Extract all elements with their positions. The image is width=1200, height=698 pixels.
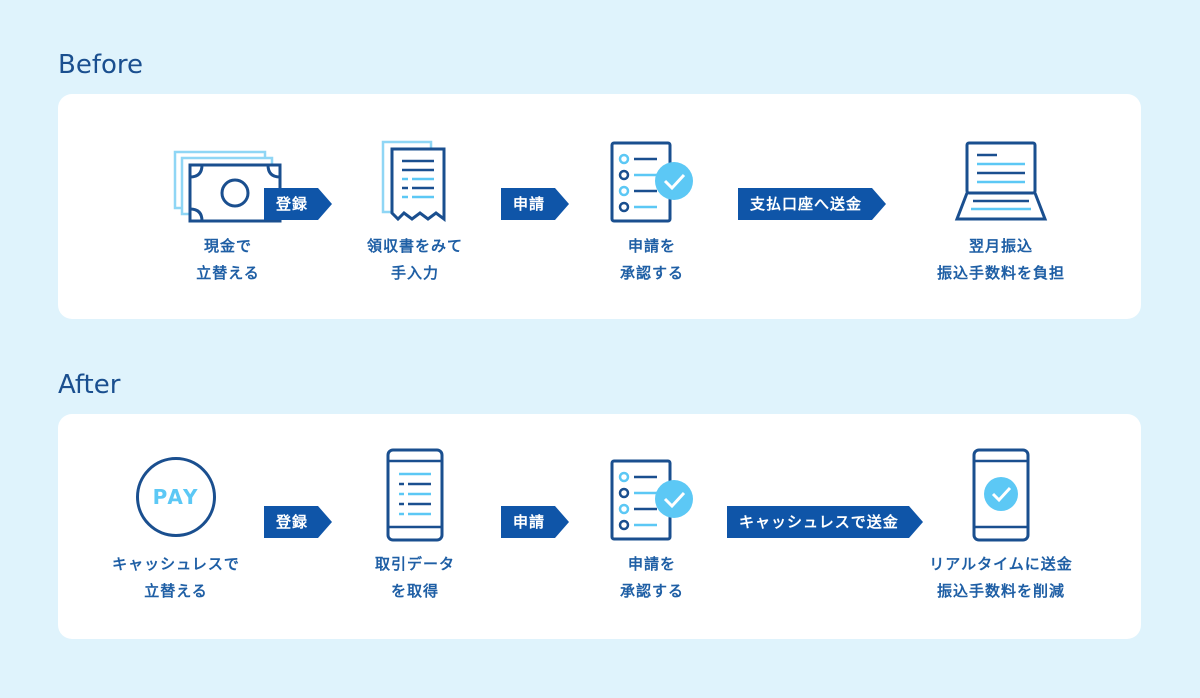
after-step-pay: PAY キャッシュレスで 立替える: [86, 448, 266, 605]
after-step-phone-check: リアルタイムに送金 振込手数料を削減: [901, 448, 1101, 605]
after-arrow-cashless: キャッシュレスで送金: [727, 506, 923, 538]
step-caption-line2: 立替える: [144, 582, 208, 600]
step-caption-line1: リアルタイムに送金: [929, 555, 1073, 573]
after-heading: After: [58, 370, 121, 400]
after-arrow-apply: 申請: [501, 506, 570, 538]
smartphone-data-icon: [386, 448, 444, 542]
step-caption-line2: 振込手数料を削減: [936, 582, 1065, 600]
before-arrow-transfer: 支払口座へ送金: [738, 188, 887, 220]
before-arrow-apply: 申請: [501, 188, 570, 220]
step-caption-line2: 承認する: [619, 264, 684, 282]
step-caption-line1: 申請を: [627, 237, 676, 255]
step-caption-line2: 承認する: [619, 582, 684, 600]
before-step-approve: 申請を 承認する: [562, 130, 742, 287]
step-caption-line1: キャッシュレスで: [112, 555, 240, 573]
pay-icon: PAY: [136, 457, 216, 537]
smartphone-check-icon: [972, 448, 1030, 542]
step-caption-line2: を取得: [390, 582, 439, 600]
step-caption-line2: 立替える: [196, 264, 260, 282]
step-caption-line1: 現金で: [203, 237, 252, 255]
step-caption-line1: 申請を: [627, 555, 676, 573]
after-arrow-register: 登録: [264, 506, 333, 538]
arrow-label: 支払口座へ送金: [738, 188, 873, 220]
before-step-receipt: 領収書をみて 手入力: [325, 130, 505, 287]
before-step-laptop: 翌月振込 振込手数料を負担: [911, 130, 1091, 287]
step-caption-line1: 領収書をみて: [366, 237, 463, 255]
after-step-approve: 申請を 承認する: [562, 448, 742, 605]
step-caption-line1: 取引データ: [374, 555, 455, 573]
before-heading: Before: [58, 50, 144, 80]
after-step-phone-data: 取引データ を取得: [325, 448, 505, 605]
arrow-label: キャッシュレスで送金: [727, 506, 909, 538]
arrow-label: 登録: [264, 188, 319, 220]
pay-icon-text: PAY: [152, 485, 200, 509]
receipt-icon: [381, 140, 446, 222]
step-caption-line2: 振込手数料を負担: [936, 264, 1065, 282]
before-card: 現金で 立替える 登録 領収書をみて 手入力 申: [58, 94, 1141, 319]
step-caption-line1: 翌月振込: [968, 237, 1033, 255]
checklist-approve-icon: [610, 141, 693, 223]
arrow-label: 申請: [501, 188, 556, 220]
step-caption-line2: 手入力: [390, 264, 439, 282]
laptop-icon: [954, 141, 1048, 221]
arrow-label: 申請: [501, 506, 556, 538]
after-card: PAY キャッシュレスで 立替える 登録: [58, 414, 1141, 639]
arrow-label: 登録: [264, 506, 319, 538]
checklist-approve-icon: [610, 459, 693, 541]
before-arrow-register: 登録: [264, 188, 333, 220]
